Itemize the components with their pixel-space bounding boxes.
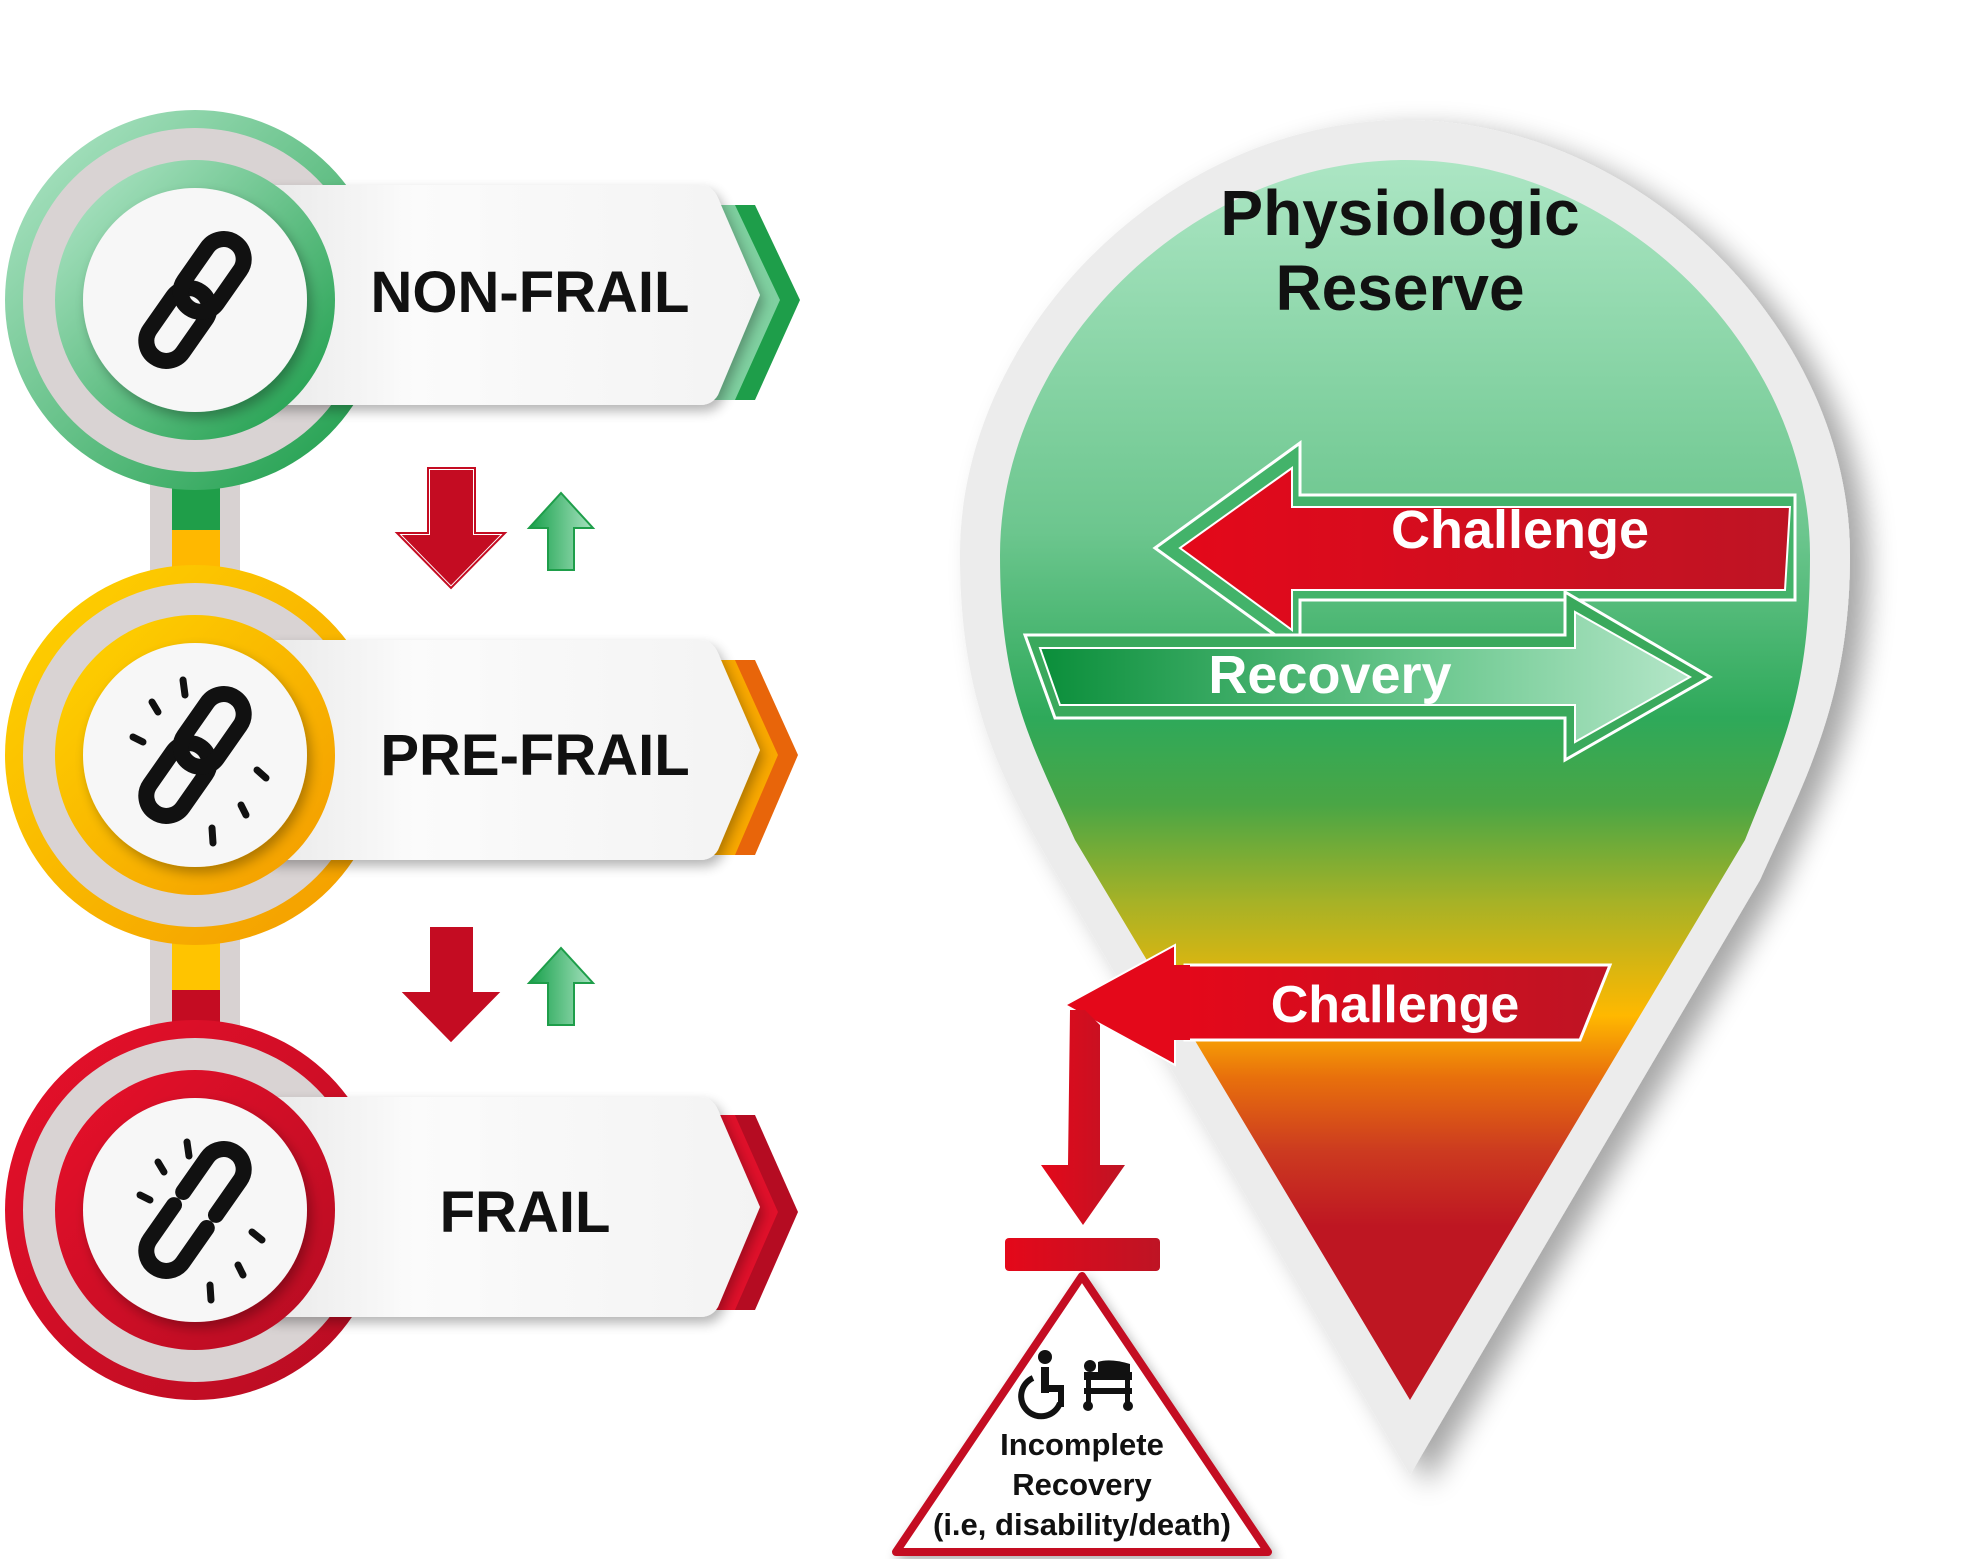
stage-frail: FRAIL [5,1020,798,1400]
outcome-text: (i.e, disability/death) [933,1507,1231,1542]
recovery-label: Recovery [1208,645,1451,705]
stage-banner [265,185,760,405]
reserve-title: Reserve [1275,252,1524,324]
pin-fill [1000,160,1810,1400]
transition-arrows [392,923,596,1048]
stage-pre-frail: PRE-FRAIL [5,565,798,945]
recovery-arrow: Recovery [1022,589,1713,763]
broken-chain-link-icon [136,1138,266,1304]
incomplete-recovery-warning: Incomplete Recovery (i.e, disability/dea… [892,1272,1272,1556]
stage-non-frail: NON-FRAIL [5,110,800,490]
challenge-label: Challenge [1271,976,1520,1034]
stage-banner [265,1097,760,1317]
stage-label: NON-FRAIL [371,260,690,325]
wheelchair-icon [1018,1350,1064,1420]
challenge-arrow-upper: Challenge [1152,440,1797,656]
outcome-text: Recovery [1012,1467,1152,1502]
stage-label: FRAIL [440,1180,611,1245]
reserve-title: Physiologic [1220,177,1579,249]
stage-banner [265,640,760,860]
icon-disc [83,188,307,412]
outcome-arrow-down [1005,1010,1160,1271]
cracking-chain-link-icon [129,676,270,847]
stage-label: PRE-FRAIL [380,723,689,788]
chain-link-icon [138,231,252,369]
improving-arrow-up-icon [526,491,596,571]
worsening-arrow-down-icon [392,923,510,1048]
challenge-arrow-lower: Challenge [1062,943,1613,1067]
transition-arrows [392,466,596,591]
outcome-text: Incomplete [1000,1427,1164,1462]
improving-arrow-up-icon [526,946,596,1026]
physiologic-reserve-pin: Physiologic Reserve Challenge Recovery C… [960,120,1850,1475]
challenge-label: Challenge [1391,500,1649,560]
worsening-arrow-down-icon [392,466,510,591]
blocking-bar [1005,1238,1160,1271]
hospital-bed-icon [1083,1360,1133,1411]
